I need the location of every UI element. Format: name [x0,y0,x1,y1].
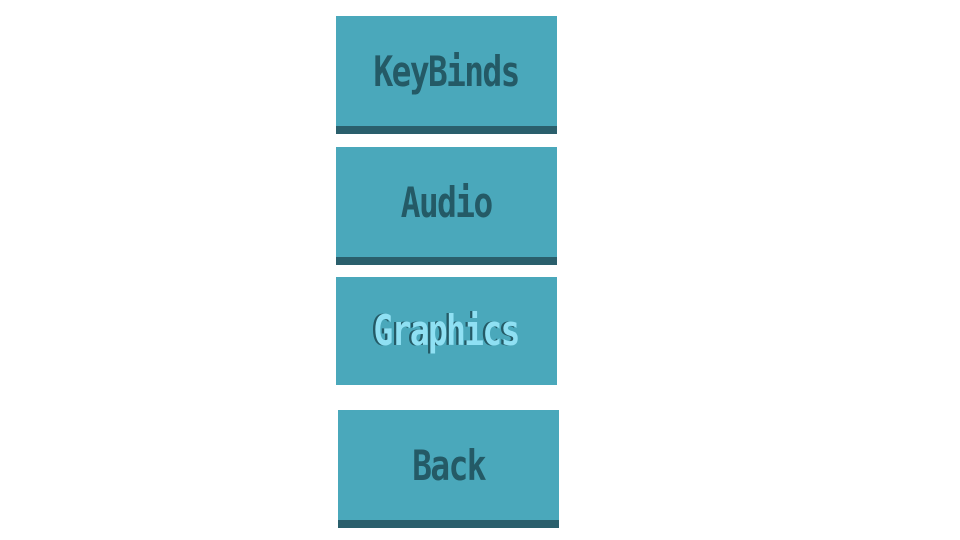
back-button[interactable]: Back [338,410,559,528]
graphics-button-label: Graphics [373,306,521,355]
keybinds-button-label: KeyBinds [373,47,521,96]
button-shadow [338,520,559,528]
keybinds-button[interactable]: KeyBinds [336,16,557,134]
audio-button-label: Audio [401,178,493,227]
button-shadow [336,126,557,134]
button-shadow [336,257,557,265]
graphics-button[interactable]: Graphics [336,277,557,385]
back-button-label: Back [412,441,486,490]
audio-button[interactable]: Audio [336,147,557,265]
